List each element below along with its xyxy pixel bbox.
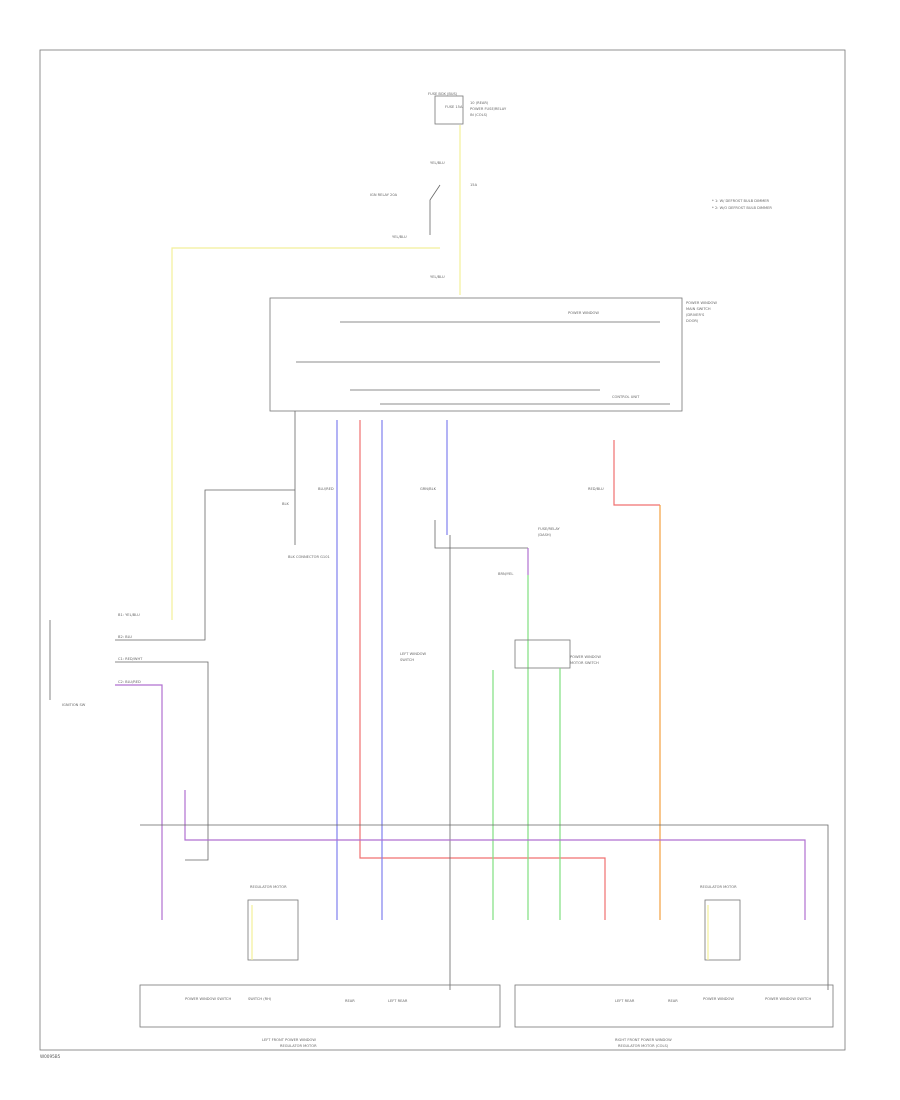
bottom-bus-frame	[140, 824, 829, 990]
right-switch-label: POWER WINDOW	[570, 655, 601, 659]
wire-red-right	[613, 440, 660, 506]
top-fuse-box-label: FUSE BOX (BUS)	[428, 92, 458, 96]
control-unit-box	[269, 297, 683, 412]
wire-label-red: RED/BLU	[588, 487, 604, 491]
right-switch-box	[514, 639, 571, 669]
left-door-part-4: LEFT REAR	[388, 999, 408, 1003]
left-motor-label: REGULATOR MOTOR	[250, 885, 287, 889]
control-unit-title-2: MAIN SWITCH	[686, 307, 711, 311]
ignition-pos-2: B2: BLU	[118, 635, 132, 639]
wire-yellow-branch	[171, 247, 440, 620]
wire-purple-bus	[184, 790, 806, 920]
left-door-part-2: SWITCH (RH)	[248, 997, 272, 1001]
legend-line-1: * 1: W/ DEFROST BULB DIMMER	[712, 199, 770, 203]
left-door-part-3: REAR	[345, 999, 355, 1003]
wire-label-blu-red: BLU/RED	[318, 487, 334, 491]
wire-label-grn-blk: GRN/BLK	[420, 487, 437, 491]
right-door-module	[514, 984, 834, 1028]
ignition-pos-1: B1: YEL/BLU	[118, 613, 140, 617]
left-door-caption-1: LEFT FRONT POWER WINDOW	[262, 1038, 316, 1042]
top-fuse-box	[434, 95, 464, 125]
ignition-relay-fuse: 15A	[470, 183, 478, 187]
ignition-wire-blu	[115, 489, 295, 641]
ignition-switch-label: IGNITION SW	[62, 703, 86, 707]
right-door-part-2: REAR	[668, 999, 678, 1003]
wire-label-yel-blu-1: YEL/BLU	[430, 161, 445, 165]
legend-line-2: * 2: W/O DEFROST BULB DIMMER	[712, 206, 772, 210]
control-unit-sub-label: CONTROL UNIT	[612, 395, 640, 399]
ignition-wire-red	[115, 661, 209, 861]
ignition-relay-switch	[429, 184, 441, 235]
footer-code: W0095B5	[40, 1054, 61, 1059]
right-door-part-1: LEFT REAR	[615, 999, 635, 1003]
ignition-pos-4: C2: BLU/RED	[118, 680, 141, 684]
right-door-part-3: POWER WINDOW	[703, 997, 734, 1001]
mid-relay-sub: (DASH)	[538, 533, 552, 537]
wire-purple-ignition	[115, 684, 163, 920]
control-unit-title-3: (DRIVER'S	[686, 313, 705, 317]
control-unit-title-4: DOOR)	[686, 319, 699, 323]
top-fuse-label: FUSE 15A	[445, 105, 463, 109]
right-door-caption-2: REGULATOR MOTOR (COLS)	[618, 1044, 669, 1048]
left-motor-box	[247, 899, 299, 961]
right-door-part-4: POWER WINDOW SWITCH	[765, 997, 811, 1001]
ground-label: BLK CONNECTOR G101	[288, 555, 330, 559]
right-door-caption-1: RIGHT FRONT POWER WINDOW	[615, 1038, 672, 1042]
right-motor-label: REGULATOR MOTOR	[700, 885, 737, 889]
wire-label-yel-blu-2: YEL/BLU	[392, 235, 407, 239]
wire-label-brn-yel: BRN/YEL	[498, 572, 513, 576]
top-fuse-note-2: POWER FUSE/RELAY	[470, 107, 507, 111]
diagram-frame	[39, 49, 846, 1051]
mid-relay-line	[434, 520, 528, 549]
left-door-module	[139, 984, 501, 1028]
left-door-part-1: POWER WINDOW SWITCH	[185, 997, 231, 1001]
ignition-pos-3: C1: RED/WHT	[118, 657, 143, 661]
mid-relay-label: FUSE/RELAY	[538, 527, 560, 531]
left-switch-sub: SWITCH	[400, 658, 414, 662]
control-unit-title-1: POWER WINDOW	[686, 301, 717, 305]
control-unit-inner-label: POWER WINDOW	[568, 311, 599, 315]
left-door-caption-2: REGULATOR MOTOR	[280, 1044, 317, 1048]
wire-label-blk: BLK	[282, 502, 289, 506]
wire-red-left	[359, 420, 606, 920]
top-fuse-note-1: 10 (REAR)	[470, 101, 489, 105]
ignition-relay-label: IGN RELAY 20A	[370, 193, 398, 197]
right-switch-sub: MOTOR SWITCH	[570, 661, 599, 665]
wire-label-yel-blu-3: YEL/BLU	[430, 275, 445, 279]
top-fuse-note-3: IN (COLS)	[470, 113, 488, 117]
left-switch-label: LEFT WINDOW	[400, 652, 427, 656]
right-motor-box	[704, 899, 741, 961]
